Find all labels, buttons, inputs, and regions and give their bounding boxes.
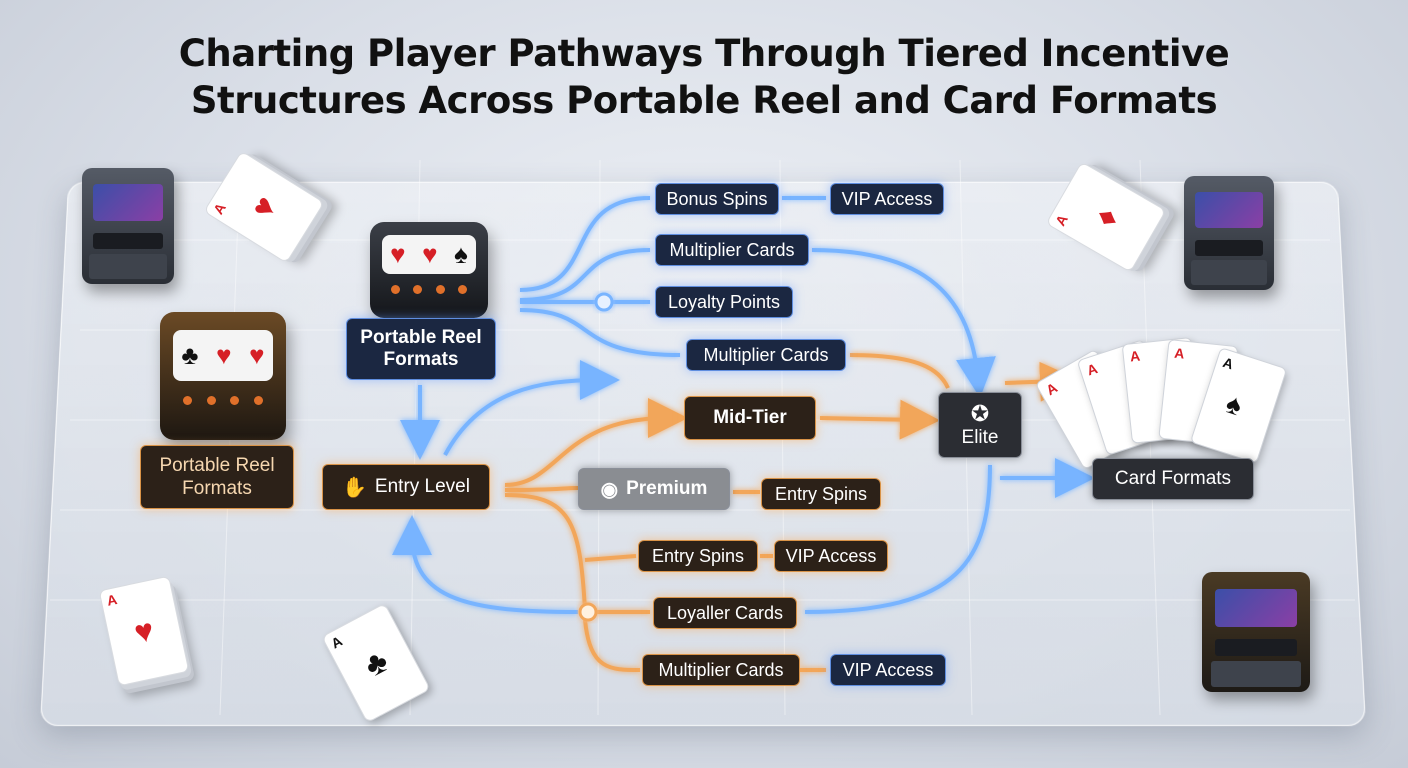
card-formats-node[interactable]: Card Formats bbox=[1092, 458, 1254, 500]
multiplier-cards-node-2[interactable]: Multiplier Cards bbox=[686, 339, 846, 371]
node-label: Multiplier Cards bbox=[703, 344, 829, 365]
vip-access-node-3[interactable]: VIP Access bbox=[830, 654, 946, 686]
node-label: Loyaller Cards bbox=[666, 602, 784, 623]
slot-machine-icon bbox=[1184, 176, 1274, 290]
loyaller-cards-node[interactable]: Loyaller Cards bbox=[653, 597, 797, 629]
node-label: Portable Reel Formats bbox=[159, 455, 275, 499]
node-label: Multiplier Cards bbox=[658, 659, 784, 680]
diagram-title: Charting Player Pathways Through Tiered … bbox=[0, 30, 1408, 124]
entry-spins-node-2[interactable]: Entry Spins bbox=[638, 540, 758, 572]
mid-tier-node[interactable]: Mid-Tier bbox=[684, 396, 816, 440]
portable-reel-formats-left[interactable]: Portable Reel Formats bbox=[140, 445, 294, 509]
vip-access-node-2[interactable]: VIP Access bbox=[774, 540, 888, 572]
card-fan-icon: A A A A A♠ bbox=[1034, 336, 1288, 471]
multiplier-cards-node-3[interactable]: Multiplier Cards bbox=[642, 654, 800, 686]
blue-flows bbox=[392, 196, 1095, 614]
elite-node[interactable]: ✪ Elite bbox=[938, 392, 1022, 458]
node-label: VIP Access bbox=[841, 188, 933, 209]
slot-machine-icon bbox=[1202, 572, 1310, 692]
vip-access-node-1[interactable]: VIP Access bbox=[830, 183, 944, 215]
node-label: VIP Access bbox=[785, 545, 877, 566]
amber-junction-dot bbox=[578, 602, 598, 622]
premium-node[interactable]: ◉ Premium bbox=[578, 468, 730, 510]
slot-machine-icon bbox=[82, 168, 174, 284]
node-label: Portable Reel Formats bbox=[360, 327, 482, 370]
node-label: Mid-Tier bbox=[713, 407, 787, 428]
title-line-1: Charting Player Pathways Through Tiered … bbox=[178, 32, 1230, 75]
node-label: Card Formats bbox=[1114, 468, 1232, 489]
bonus-spins-node[interactable]: Bonus Spins bbox=[655, 183, 779, 215]
node-label: Entry Spins bbox=[651, 545, 745, 566]
handshake-icon: ✋ bbox=[342, 476, 367, 499]
node-label: Elite bbox=[961, 427, 999, 448]
node-label: Loyalty Points bbox=[667, 291, 781, 312]
reel-machine-icon: ♣♥♥ bbox=[160, 312, 286, 440]
title-line-2: Structures Across Portable Reel and Card… bbox=[190, 79, 1218, 122]
node-label: Premium bbox=[626, 478, 708, 499]
amber-flows bbox=[504, 353, 1080, 672]
reel-machine-icon: ♥♥♠ bbox=[370, 222, 488, 318]
multiplier-cards-node-1[interactable]: Multiplier Cards bbox=[655, 234, 809, 266]
entry-spins-node-1[interactable]: Entry Spins bbox=[761, 478, 881, 510]
portable-reel-formats-top[interactable]: Portable Reel Formats bbox=[346, 318, 496, 380]
node-label: VIP Access bbox=[842, 659, 934, 680]
chip-icon: ◉ bbox=[600, 478, 619, 501]
node-label: Entry Spins bbox=[774, 483, 868, 504]
blue-junction-dot bbox=[594, 292, 614, 312]
loyalty-points-node[interactable]: Loyalty Points bbox=[655, 286, 793, 318]
entry-level-node[interactable]: ✋ Entry Level bbox=[322, 464, 490, 510]
casino-chip-icon: ✪ bbox=[970, 401, 990, 426]
node-label: Multiplier Cards bbox=[669, 239, 795, 260]
node-label: Bonus Spins bbox=[666, 188, 768, 209]
node-label: Entry Level bbox=[374, 476, 470, 497]
